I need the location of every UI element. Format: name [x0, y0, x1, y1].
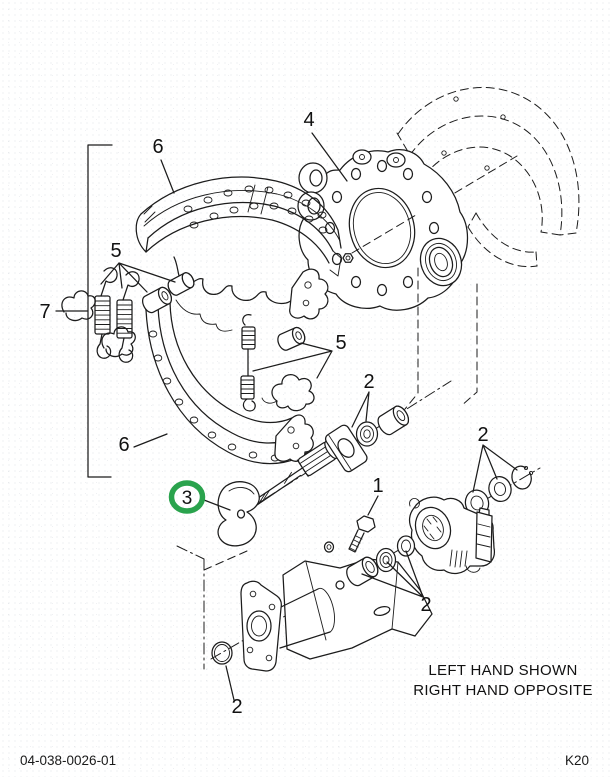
callout-3-camshaft-highlighted[interactable]: 3 [168, 480, 206, 514]
callout-5-center[interactable]: 5 [335, 332, 346, 354]
leader-lines [100, 132, 518, 701]
spider-mounting-nut [342, 253, 354, 263]
callout-4-spider[interactable]: 4 [303, 109, 314, 131]
callouts: 6 4 5 7 5 2 6 3 2 1 2 2 [39, 109, 488, 718]
highlight-ring [168, 480, 206, 514]
shoe-springs-left [61, 267, 195, 363]
note-line-2: RIGHT HAND OPPOSITE [413, 681, 593, 699]
callout-6-lower-shoe[interactable]: 6 [118, 434, 129, 456]
callout-1-bolt[interactable]: 1 [372, 475, 383, 497]
anchor-pin-roller [142, 286, 173, 314]
brake-camshaft [217, 440, 339, 547]
brake-shoe-lower [144, 299, 314, 465]
projection-lines [176, 214, 478, 670]
hand-orientation-note: LEFT HAND SHOWN RIGHT HAND OPPOSITE [398, 661, 608, 701]
mounting-bolt [323, 515, 376, 553]
anchor-pin [167, 272, 195, 296]
page-code: K20 [564, 753, 589, 768]
shoe-rivet-holes-upper [183, 185, 328, 234]
spring-pin-roller [277, 326, 306, 351]
callout-2-cam-bushings[interactable]: 2 [363, 371, 374, 393]
camshaft-bracket [240, 558, 433, 672]
camshaft-bushing-group [324, 405, 410, 473]
callout-6-upper-shoe[interactable]: 6 [152, 136, 163, 158]
slack-adjuster [408, 496, 496, 575]
spider-bolt-holes [324, 159, 440, 297]
brake-spider [297, 149, 469, 311]
figure-number: 04-038-0026-01 [20, 753, 117, 768]
note-line-1: LEFT HAND SHOWN [428, 662, 578, 679]
callout-2-bracket-bushings[interactable]: 2 [420, 594, 431, 616]
brake-shoe-upper [135, 176, 342, 320]
shoe-spring-center [240, 314, 315, 412]
callout-2-washers[interactable]: 2 [477, 424, 488, 446]
callout-3-label: 3 [182, 488, 193, 509]
kit-bracket-7 [55, 144, 113, 478]
callout-7-kit[interactable]: 7 [39, 301, 50, 323]
o-ring [211, 641, 233, 665]
callout-5-left[interactable]: 5 [110, 240, 121, 262]
callout-2-oring[interactable]: 2 [231, 696, 242, 718]
dust-shield-phantom [396, 86, 580, 268]
